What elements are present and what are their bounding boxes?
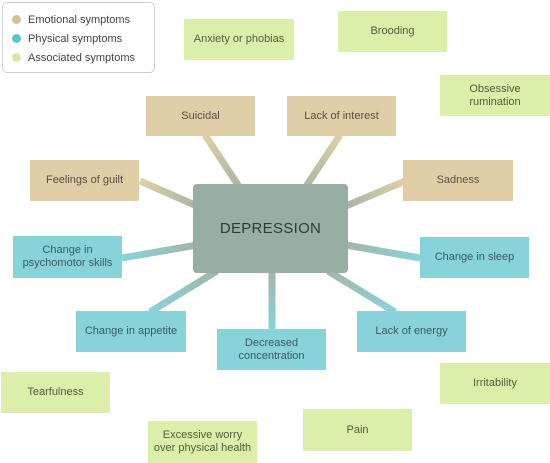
- legend-label: Emotional symptoms: [28, 13, 131, 26]
- emotional-color-dot: [12, 15, 21, 24]
- node-suicidal: Suicidal: [146, 96, 255, 136]
- legend-item-associated: Associated symptoms: [12, 48, 154, 67]
- node-change-in-sleep: Change in sleep: [420, 237, 529, 278]
- connector-appetite: [148, 268, 219, 315]
- connector-feelings-of-guilt: [138, 177, 199, 210]
- legend-label: Associated symptoms: [28, 51, 135, 64]
- node-feelings-of-guilt: Feelings of guilt: [30, 160, 139, 201]
- legend-item-physical: Physical symptoms: [12, 29, 154, 48]
- node-pain: Pain: [303, 409, 412, 451]
- central-node: DEPRESSION: [193, 184, 348, 273]
- legend: Emotional symptoms Physical symptoms Ass…: [2, 2, 155, 73]
- connector-psychomotor: [121, 241, 198, 262]
- node-irritability: Irritability: [440, 363, 550, 404]
- connector-sleep: [345, 241, 421, 262]
- node-excessive-worry-over-physical-health: Excessive worry over physical health: [148, 421, 257, 463]
- connector-lack-of-interest: [302, 133, 343, 190]
- connector-sadness: [344, 177, 407, 210]
- node-sadness: Sadness: [403, 160, 513, 201]
- physical-color-dot: [12, 34, 21, 43]
- node-change-in-psychomotor-skills: Change in psychomotor skills: [13, 236, 122, 278]
- node-lack-of-energy: Lack of energy: [357, 311, 466, 352]
- node-obsessive-rumination: Obsessive rumination: [440, 75, 550, 116]
- node-lack-of-interest: Lack of interest: [287, 96, 396, 136]
- connector-energy: [326, 268, 397, 315]
- legend-label: Physical symptoms: [28, 32, 123, 45]
- connector-suicidal: [202, 133, 243, 190]
- node-change-in-appetite: Change in appetite: [76, 311, 186, 352]
- node-decreased-concentration: Decreased concentration: [217, 329, 326, 370]
- node-brooding: Brooding: [338, 11, 447, 52]
- associated-color-dot: [12, 53, 21, 62]
- node-tearfulness: Tearfulness: [1, 372, 110, 413]
- legend-item-emotional: Emotional symptoms: [12, 10, 154, 29]
- node-anxiety-or-phobias: Anxiety or phobias: [184, 19, 294, 60]
